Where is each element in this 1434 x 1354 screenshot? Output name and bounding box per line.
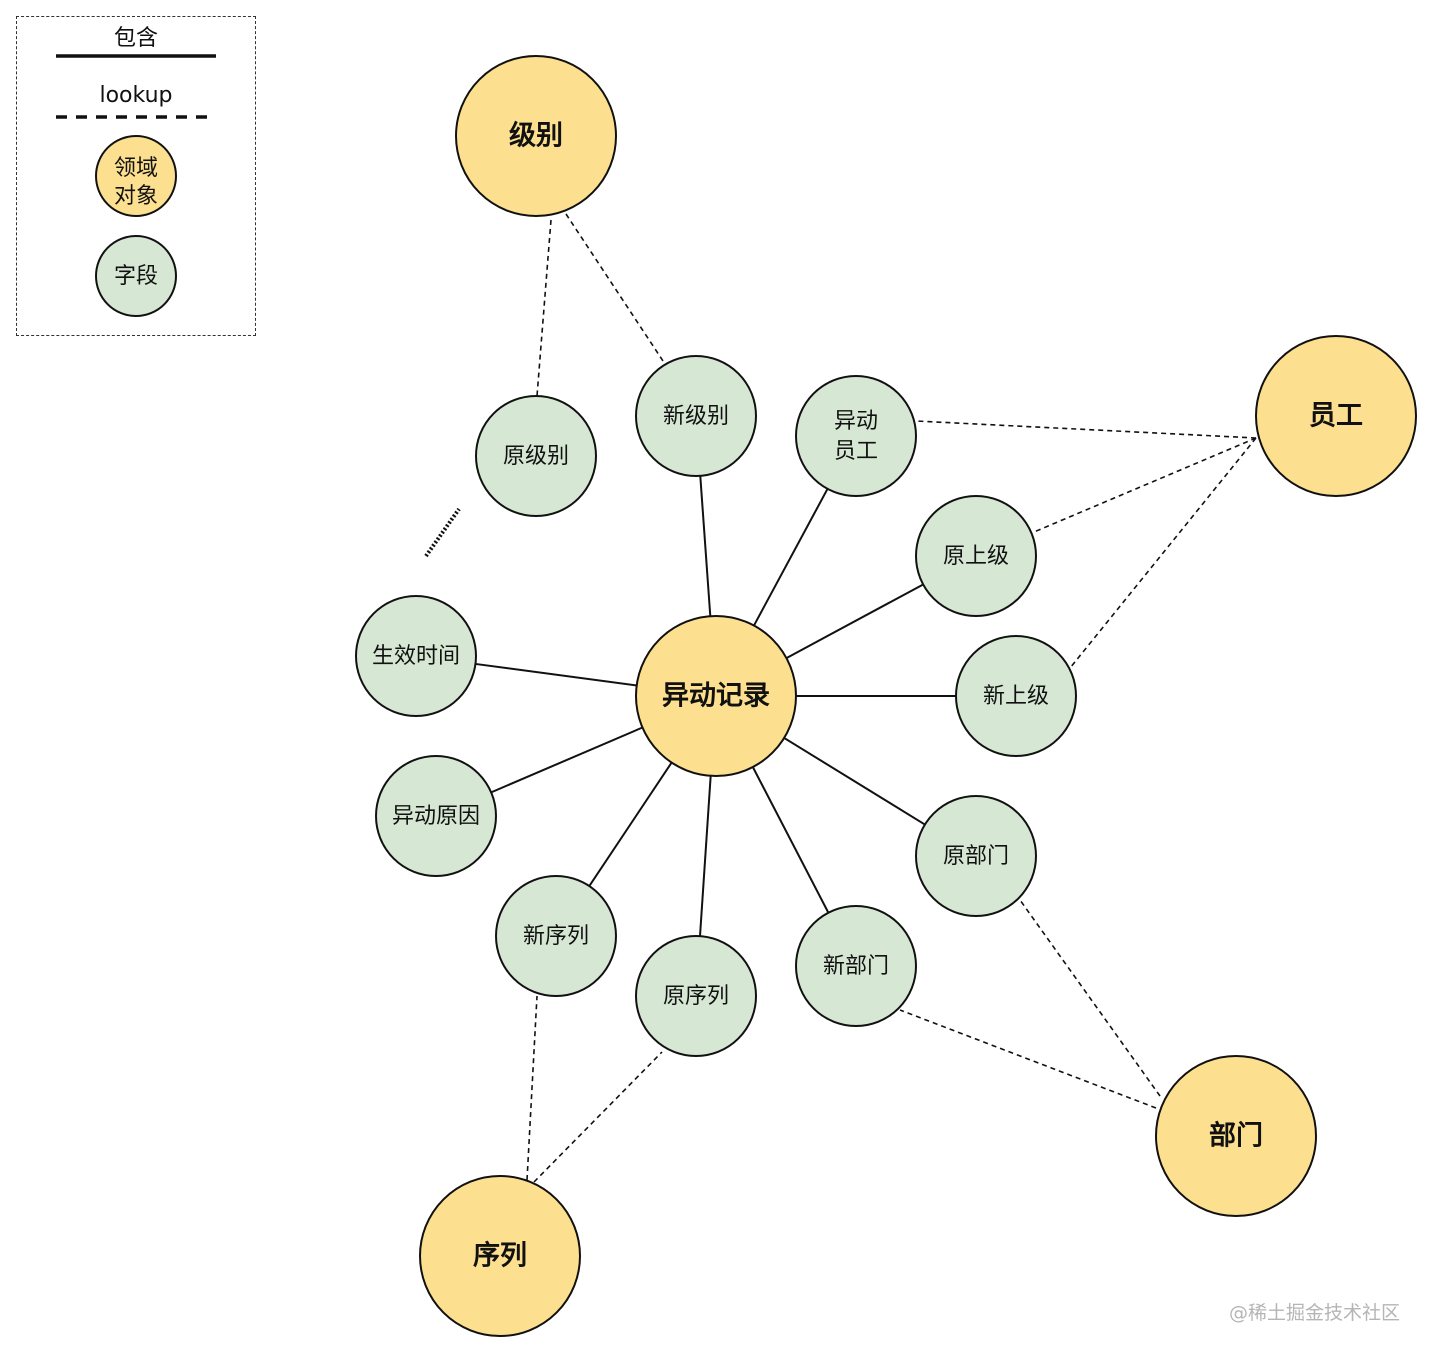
node-circle-level (455, 55, 617, 217)
node-circle-employee (1255, 335, 1417, 497)
legend-field-label: 字段 (114, 264, 158, 289)
node-label-old-superior: 原上级 (943, 544, 1009, 569)
stray-dotted-mark (424, 507, 461, 558)
node-change-reason: 异动原因 (375, 755, 497, 877)
legend-dashed-label: lookup (99, 83, 173, 108)
node-label-change-record: 异动记录 (662, 681, 770, 712)
edge-contains-change-record-old-superior (785, 583, 924, 659)
edge-contains-change-record-effective-time (475, 662, 637, 687)
edge-lookup-level-old-level (536, 219, 552, 397)
node-employee: 员工 (1255, 335, 1417, 497)
node-sequence: 序列 (419, 1175, 581, 1337)
edge-lookup-sequence-new-sequence (526, 995, 538, 1181)
node-old-level: 原级别 (475, 395, 597, 517)
legend-domain-label-line2: 对象 (114, 184, 158, 209)
edge-contains-change-record-change-reason (490, 726, 643, 794)
edge-contains-change-record-old-sequence (698, 775, 712, 937)
node-circle-new-level (635, 355, 757, 477)
node-label-employee: 员工 (1309, 401, 1363, 432)
node-circle-old-sequence (635, 935, 757, 1057)
node-label-new-department: 新部门 (823, 954, 889, 979)
node-circle-change-record (635, 615, 797, 777)
node-circle-effective-time (355, 595, 477, 717)
edges-layer (475, 213, 1257, 1183)
node-new-sequence: 新序列 (495, 875, 617, 997)
edge-lookup-department-new-department (899, 1009, 1157, 1109)
node-label-old-sequence: 原序列 (663, 984, 729, 1009)
node-label-old-department: 原部门 (943, 844, 1009, 869)
edge-contains-change-record-new-level (699, 475, 712, 617)
node-label-old-level: 原级别 (503, 444, 569, 469)
legend-solid-label: 包含 (113, 26, 158, 51)
node-circle-new-department (795, 905, 917, 1027)
node-circle-change-reason (375, 755, 497, 877)
node-label-department: 部门 (1209, 1120, 1263, 1152)
node-label-level: 级别 (509, 120, 563, 152)
node-label-effective-time: 生效时间 (372, 644, 460, 669)
legend-field-circle (95, 235, 177, 317)
legend-domain-circle (95, 135, 177, 217)
node-label-new-level: 新级别 (663, 404, 729, 429)
node-label-new-superior: 新上级 (983, 684, 1049, 709)
edge-lookup-employee-new-superior (1069, 437, 1257, 669)
legend-domain-label-line1: 领域 (114, 156, 158, 181)
node-circle-old-superior (915, 495, 1037, 617)
node-circle-new-sequence (495, 875, 617, 997)
node-new-department: 新部门 (795, 905, 917, 1027)
node-new-level: 新级别 (635, 355, 757, 477)
node-label-changed-employee-line1: 异动 (834, 409, 878, 434)
node-circle-new-superior (955, 635, 1077, 757)
nodes-layer: 异动记录级别员工部门序列原级别新级别异动员工原上级新上级生效时间异动原因原部门新… (355, 55, 1417, 1337)
node-old-sequence: 原序列 (635, 935, 757, 1057)
edge-contains-change-record-new-sequence (588, 762, 673, 887)
watermark: @稀土掘金技术社区 (1228, 1302, 1400, 1324)
node-old-superior: 原上级 (915, 495, 1037, 617)
node-label-changed-employee-line2: 员工 (834, 439, 878, 464)
node-circle-old-department (915, 795, 1037, 917)
node-change-record: 异动记录 (635, 615, 797, 777)
node-label-new-sequence: 新序列 (523, 924, 589, 949)
node-department: 部门 (1155, 1055, 1317, 1217)
node-circle-changed-employee (795, 375, 917, 497)
edge-contains-change-record-changed-employee (753, 488, 829, 627)
node-new-superior: 新上级 (955, 635, 1077, 757)
node-circle-department (1155, 1055, 1317, 1217)
edge-lookup-department-old-department (1019, 899, 1161, 1097)
node-level: 级别 (455, 55, 617, 217)
node-label-change-reason: 异动原因 (392, 804, 480, 829)
node-circle-sequence (419, 1175, 581, 1337)
edge-lookup-level-new-level (565, 213, 666, 365)
node-label-sequence: 序列 (473, 1240, 527, 1272)
legend-box (16, 16, 256, 336)
edge-lookup-sequence-old-sequence (533, 1051, 663, 1183)
node-circle-old-level (475, 395, 597, 517)
node-effective-time: 生效时间 (355, 595, 477, 717)
edge-lookup-employee-old-superior (1033, 437, 1257, 533)
edge-contains-change-record-old-department (783, 737, 926, 826)
edge-lookup-employee-changed-employee (915, 420, 1257, 439)
edge-contains-change-record-new-department (751, 766, 830, 914)
node-old-department: 原部门 (915, 795, 1037, 917)
